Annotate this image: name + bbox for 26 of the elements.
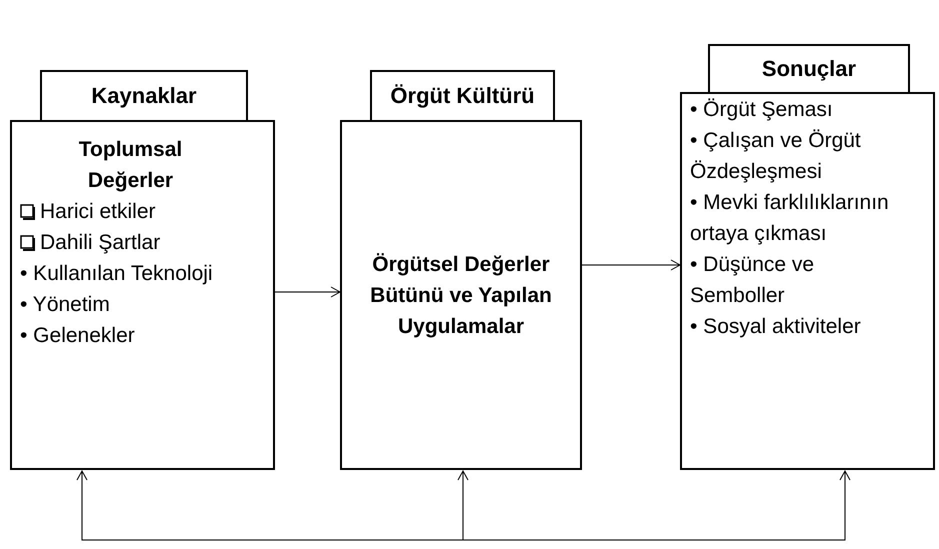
- list-box: [10, 120, 275, 470]
- arrow: [274, 286, 340, 298]
- arrow: [76, 470, 464, 540]
- list-item: • Mevki farklılıklarının ortaya çıkması: [690, 190, 890, 247]
- header-box: [40, 70, 248, 122]
- list-item: • Kullanılan Teknoloji: [20, 261, 214, 287]
- header-box: [370, 70, 555, 122]
- list-item: • Yönetim: [20, 292, 111, 318]
- header-text: Sonuçlar: [762, 56, 856, 82]
- process-box: [340, 120, 582, 470]
- list-heading: Toplumsal Değerler: [78, 137, 184, 194]
- box-text: Örgütsel Değerler Bütünü ve Yapılan Uygulamalar: [369, 252, 553, 340]
- list-item: • Sosyal aktiviteler: [690, 314, 862, 340]
- list-item: • Gelenekler: [20, 323, 136, 349]
- header-box: [708, 44, 910, 94]
- header-text: Kaynaklar: [91, 83, 197, 109]
- list-item: • Düşünce ve Semboller: [690, 252, 816, 309]
- list-box: [680, 92, 935, 470]
- list-item: Dahili Şartlar: [40, 230, 160, 256]
- list-item: • Çalışan ve Örgüt Özdeşleşmesi: [690, 128, 862, 185]
- arrow: [462, 470, 850, 540]
- arrow: [582, 260, 680, 270]
- header-text: Örgüt Kültürü: [390, 83, 535, 109]
- list-item: Harici etkiler: [40, 199, 156, 225]
- list-item: • Örgüt Şeması: [690, 97, 834, 123]
- arrow: [458, 470, 468, 540]
